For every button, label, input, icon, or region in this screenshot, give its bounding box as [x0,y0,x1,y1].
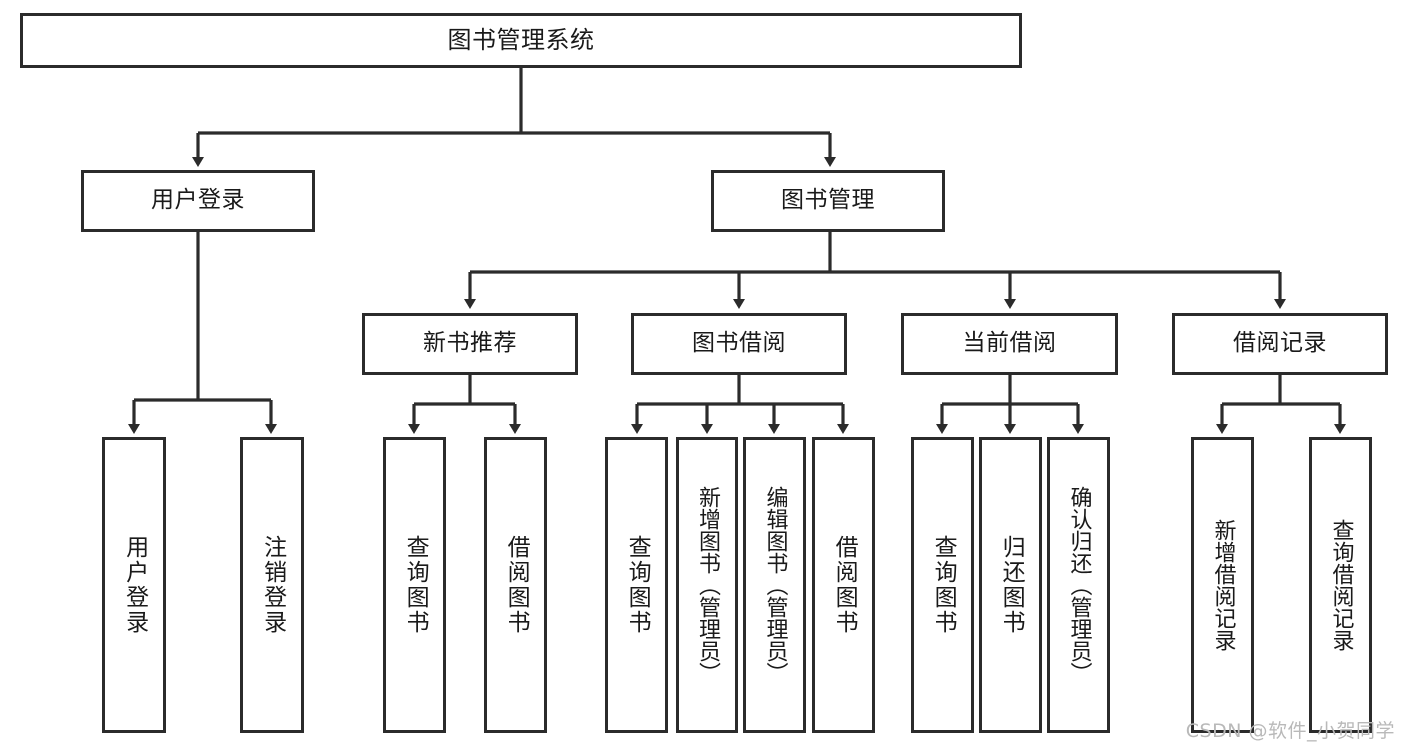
node-current-borrow[interactable]: 当前借阅 [901,313,1118,375]
node-label: 借阅图书 [831,535,858,635]
node-label: 新增借阅记录 [1210,519,1236,651]
node-label: 注销登录 [259,535,286,635]
leaf-borrow-book-recommend[interactable]: 借阅图书 [484,437,547,733]
node-label: 查询图书 [402,535,429,635]
node-label: 确认归还（管理员） [1066,486,1092,684]
leaf-query-book-current[interactable]: 查询图书 [911,437,974,733]
leaf-query-book-borrow[interactable]: 查询图书 [605,437,668,733]
node-root-system[interactable]: 图书管理系统 [20,13,1022,68]
node-label: 查询图书 [624,535,651,635]
node-label: 查询图书 [930,535,957,635]
leaf-return-book[interactable]: 归还图书 [979,437,1042,733]
node-label: 归还图书 [998,535,1025,635]
node-label: 图书借阅 [692,330,786,357]
node-label: 用户登录 [121,535,148,635]
leaf-query-book-recommend[interactable]: 查询图书 [383,437,446,733]
node-label: 借阅记录 [1233,330,1327,357]
node-label: 图书管理 [781,187,875,214]
node-label: 当前借阅 [962,330,1057,357]
node-label: 用户登录 [151,187,245,214]
node-label: 借阅图书 [503,535,530,635]
csdn-watermark: CSDN @软件_小贺同学 [1185,720,1395,742]
leaf-edit-book[interactable]: 编辑图书（管理员） [743,437,806,733]
node-label: 查询借阅记录 [1328,519,1354,651]
node-label: 图书管理系统 [447,26,595,55]
leaf-confirm-return[interactable]: 确认归还（管理员） [1047,437,1110,733]
leaf-add-borrow-record[interactable]: 新增借阅记录 [1191,437,1254,733]
leaf-user-login[interactable]: 用户登录 [102,437,166,733]
node-book-borrow[interactable]: 图书借阅 [631,313,847,375]
node-label: 新书推荐 [423,330,517,357]
node-label: 新增图书（管理员） [694,486,720,684]
node-new-book-recommend[interactable]: 新书推荐 [362,313,578,375]
node-borrow-record[interactable]: 借阅记录 [1172,313,1388,375]
leaf-borrow-book-borrow[interactable]: 借阅图书 [812,437,875,733]
node-label: 编辑图书（管理员） [762,486,788,684]
leaf-query-borrow-record[interactable]: 查询借阅记录 [1309,437,1372,733]
node-user-login[interactable]: 用户登录 [81,170,315,232]
leaf-add-book[interactable]: 新增图书（管理员） [676,437,738,733]
node-book-manage[interactable]: 图书管理 [711,170,945,232]
leaf-logout-login[interactable]: 注销登录 [240,437,304,733]
